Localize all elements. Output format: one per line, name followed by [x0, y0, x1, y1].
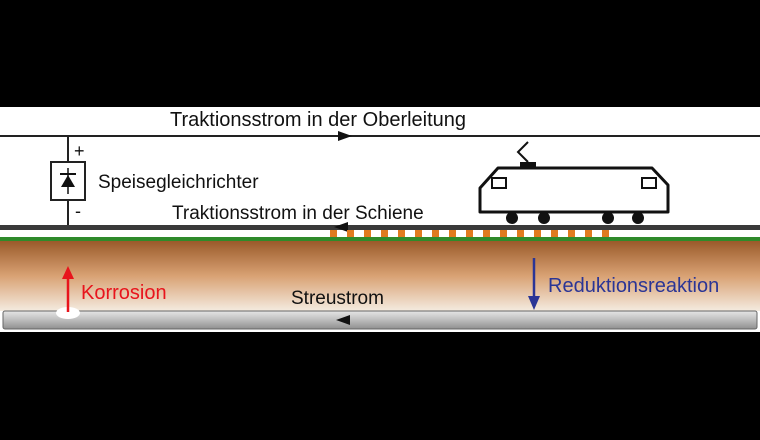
leakage-dash: [551, 230, 558, 237]
leakage-dash: [449, 230, 456, 237]
stray-current-arrow: [336, 315, 350, 325]
rail-current-label: Traktionsstrom in der Schiene: [172, 203, 424, 224]
reduction-label: Reduktionsreaktion: [548, 275, 720, 297]
leakage-dash: [364, 230, 371, 237]
grass-strip: [0, 237, 760, 241]
leakage-dash: [466, 230, 473, 237]
leakage-dash: [398, 230, 405, 237]
leakage-dash: [517, 230, 524, 237]
leakage-dash: [432, 230, 439, 237]
leakage-dash: [347, 230, 354, 237]
reduction-arrow-head: [528, 296, 540, 310]
rectifier-label: Speisegleichrichter: [98, 172, 259, 193]
soil: [0, 241, 760, 311]
leakage-dash: [585, 230, 592, 237]
rail-current-arrow: [334, 222, 348, 232]
leakage-dash: [330, 230, 337, 237]
overhead-current-label: Traktionsstrom in der Oberleitung: [170, 109, 467, 131]
leakage-dash: [415, 230, 422, 237]
rectifier-minus-sign: -: [75, 201, 81, 221]
pipeline: [2, 310, 758, 330]
corrosion-label: Korrosion: [81, 282, 167, 304]
leakage-dash: [602, 230, 609, 237]
rectifier-plus-sign: +: [74, 141, 85, 161]
rail: [0, 225, 760, 230]
leakage-dash: [381, 230, 388, 237]
stray-current-label: Streustrom: [291, 288, 384, 309]
locomotive-icon: [478, 162, 670, 224]
corrosion-pit: [56, 307, 80, 319]
leakage-dash: [500, 230, 507, 237]
leakage-dash: [568, 230, 575, 237]
leakage-dash: [534, 230, 541, 237]
corrosion-arrow-head: [62, 266, 74, 279]
pantograph: [516, 141, 529, 163]
leakage-dash: [483, 230, 490, 237]
leakage-dashes: [330, 230, 609, 237]
overhead-current-arrow: [338, 131, 352, 141]
